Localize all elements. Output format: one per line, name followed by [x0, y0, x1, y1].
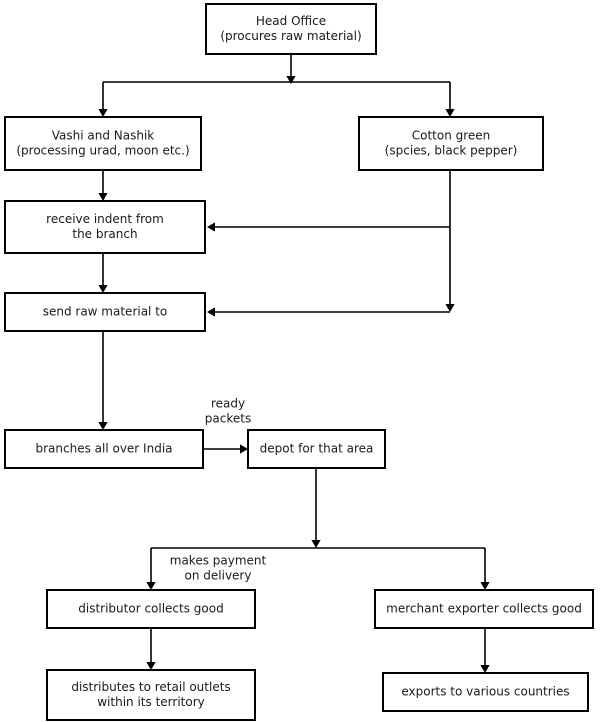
node-label-line: the branch	[72, 227, 137, 241]
node-box	[4, 292, 206, 332]
node-label-line: within its territory	[97, 695, 204, 709]
arrowhead-icon	[286, 76, 296, 84]
edge-label-line: ready	[211, 397, 245, 411]
edge-vashi-to-receive-indent	[98, 170, 108, 201]
node-label-line: receive indent from	[46, 212, 164, 226]
arrowhead-icon	[480, 582, 490, 590]
node-vashi-nashik[interactable]: Vashi and Nashik(processing urad, moon e…	[4, 116, 202, 171]
edge-cotton-green-to-send-raw-material	[207, 307, 450, 317]
node-label-line: merchant exporter collects good	[386, 602, 582, 616]
node-distributor-collects[interactable]: distributor collects good	[46, 589, 256, 629]
arrowhead-icon	[311, 540, 321, 548]
arrowhead-icon	[146, 582, 156, 590]
edge-split-to-cotton-green	[445, 82, 455, 117]
node-box	[247, 429, 386, 469]
edge-depot-down	[311, 468, 321, 548]
edges-layer	[98, 54, 490, 673]
arrowhead-icon	[445, 109, 455, 117]
edge-branches-to-depot	[203, 444, 248, 454]
node-label-line: distributes to retail outlets	[71, 680, 230, 694]
node-box	[4, 200, 206, 254]
edge-split-to-merchant	[480, 548, 490, 590]
node-exports-countries[interactable]: exports to various countries	[382, 672, 589, 712]
node-merchant-exporter[interactable]: merchant exporter collects good	[374, 589, 594, 629]
arrowhead-icon	[240, 444, 248, 454]
node-box	[358, 116, 544, 171]
arrowhead-icon	[98, 422, 108, 430]
arrowhead-icon	[480, 665, 490, 673]
node-box	[4, 116, 202, 171]
arrowhead-icon	[207, 222, 215, 232]
node-box	[374, 589, 594, 629]
node-label-line: branches all over India	[35, 442, 172, 456]
edge-send-raw-material-to-branches	[98, 331, 108, 430]
node-label-line: distributor collects good	[78, 602, 223, 616]
node-box	[205, 3, 377, 55]
edge-cotton-green-to-receive-indent	[207, 222, 450, 232]
node-label-line: Cotton green	[412, 129, 491, 143]
node-box	[46, 589, 256, 629]
node-box	[382, 672, 589, 712]
node-cotton-green[interactable]: Cotton green(spcies, black pepper)	[358, 116, 544, 171]
edge-label-line: packets	[205, 412, 251, 426]
node-depot-area[interactable]: depot for that area	[247, 429, 386, 469]
node-label-line: Vashi and Nashik	[52, 129, 155, 143]
arrowhead-icon	[98, 193, 108, 201]
arrowhead-icon	[445, 304, 455, 312]
edge-distributor-to-retail	[146, 628, 156, 670]
edge-merchant-to-exports	[480, 628, 490, 673]
arrowhead-icon	[207, 307, 215, 317]
node-label-line: depot for that area	[260, 442, 374, 456]
node-label-line: send raw material to	[43, 305, 168, 319]
arrowhead-icon	[98, 109, 108, 117]
node-label-line: exports to various countries	[401, 685, 569, 699]
node-box	[46, 669, 256, 721]
node-head-office[interactable]: Head Office(procures raw material)	[205, 3, 377, 55]
node-box	[4, 429, 204, 469]
edge-receive-indent-to-send-raw-material	[98, 253, 108, 293]
node-branches-india[interactable]: branches all over India	[4, 429, 204, 469]
edge-cotton-green-down	[445, 170, 455, 312]
arrowhead-icon	[98, 285, 108, 293]
node-send-raw-material[interactable]: send raw material to	[4, 292, 206, 332]
edge-head-office-to-split	[286, 54, 296, 84]
arrowhead-icon	[146, 662, 156, 670]
nodes-layer: Head Office(procures raw material) Vashi …	[4, 3, 594, 721]
node-label-line: Head Office	[256, 14, 326, 28]
edge-label-line: makes payment	[170, 554, 267, 568]
node-label-line: (spcies, black pepper)	[385, 144, 518, 158]
node-label-line: (processing urad, moon etc.)	[16, 144, 189, 158]
edge-split-to-distributor	[146, 548, 156, 590]
edge-split-to-vashi-nashik	[98, 82, 108, 117]
node-label-line: (procures raw material)	[220, 29, 361, 43]
edge-label-line: on delivery	[185, 569, 252, 583]
